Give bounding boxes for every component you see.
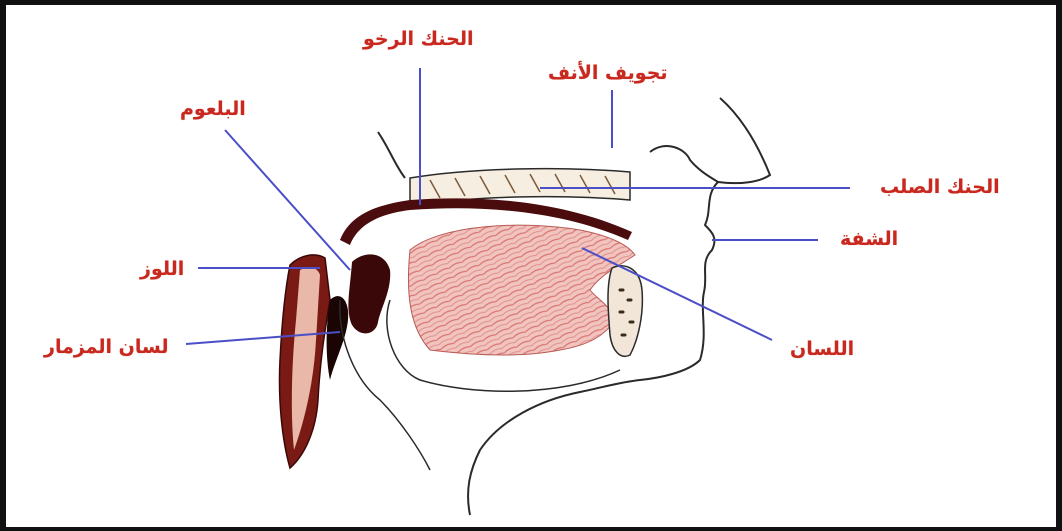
nose-outline [650,146,718,182]
label-lip: الشفة [840,230,898,249]
label-epiglottis: لسان المزمار [44,338,168,357]
label-nasal-cavity: تجويف الأنف [548,64,668,83]
tongue-body [408,225,635,355]
label-tonsil: اللوز [140,260,184,279]
skull-outline [378,132,405,178]
label-tongue: اللسان [790,340,854,359]
lower-jaw [608,266,642,356]
label-pharynx: البلعوم [180,100,246,119]
leader-pharynx [225,130,350,270]
label-soft-palate: الحنك الرخو [363,30,473,49]
epiglottis-shape [327,296,349,380]
tonsil-shape [348,254,390,333]
label-hard-palate: الحنك الصلب [880,178,1000,197]
